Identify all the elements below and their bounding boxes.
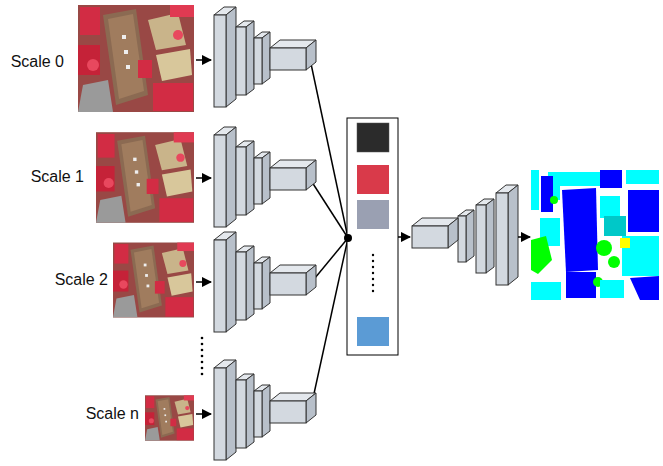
ellipsis-dots [372, 254, 374, 292]
feature-swatch [357, 165, 389, 194]
input-arrow [196, 413, 211, 415]
junction-dot [344, 234, 352, 242]
scale-label: Scale 0 [11, 52, 64, 71]
feature-swatch [357, 317, 389, 346]
feature-swatch [357, 200, 389, 229]
feature-swatch [357, 123, 389, 152]
encoder-block [214, 127, 316, 227]
input-arrow [196, 59, 211, 61]
encoder-block [214, 360, 316, 460]
input-arrow [196, 281, 211, 283]
output-arrow [518, 236, 530, 238]
aerial-image [145, 395, 194, 440]
aerial-image [78, 5, 194, 112]
feature-box [347, 118, 398, 355]
aerial-image [96, 132, 194, 222]
feature-arrow [398, 236, 410, 238]
encoder-block [214, 7, 316, 107]
encoder-block [214, 232, 316, 332]
merge-lines [310, 59, 348, 412]
aerial-image [113, 243, 194, 318]
segmentation-map [531, 170, 659, 300]
scale-label: Scale 2 [55, 270, 108, 289]
input-arrow [196, 177, 211, 179]
scale-label: Scale n [86, 404, 139, 423]
ellipsis-dots [201, 337, 204, 376]
scale-label: Scale 1 [31, 167, 84, 186]
decoder-block [412, 185, 518, 285]
